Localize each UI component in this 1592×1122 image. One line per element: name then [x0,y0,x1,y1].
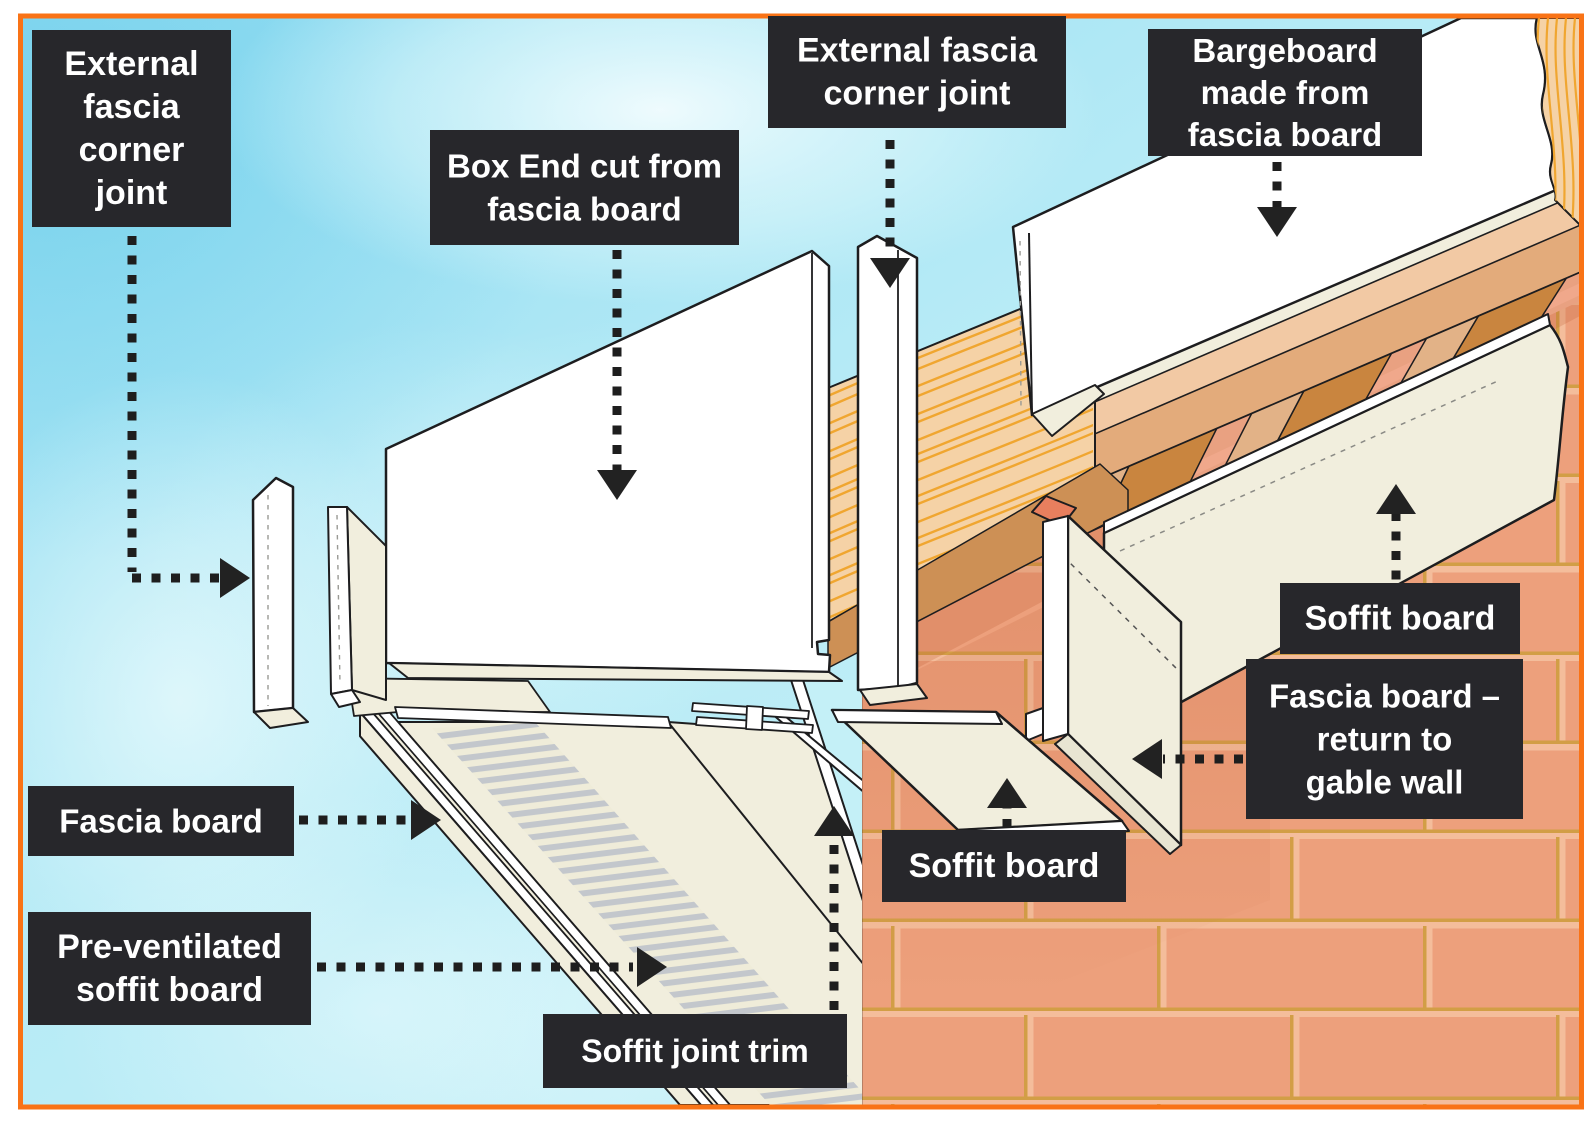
svg-text:fascia board: fascia board [487,191,681,228]
svg-text:corner joint: corner joint [823,75,1010,113]
svg-text:Fascia board –: Fascia board – [1269,678,1500,715]
svg-text:gable wall: gable wall [1306,764,1464,801]
svg-text:External fascia: External fascia [797,32,1038,70]
svg-text:made from: made from [1201,74,1370,111]
svg-text:Bargeboard: Bargeboard [1192,32,1377,69]
svg-text:corner: corner [79,131,185,169]
svg-text:fascia: fascia [83,88,180,126]
svg-text:Soffit board: Soffit board [909,847,1100,885]
svg-text:External: External [64,45,198,83]
svg-text:Fascia board: Fascia board [59,803,263,840]
svg-text:Soffit joint trim: Soffit joint trim [581,1033,809,1069]
svg-text:Box End cut from: Box End cut from [447,148,722,185]
svg-text:Pre-ventilated: Pre-ventilated [57,928,282,966]
svg-text:fascia board: fascia board [1188,116,1382,153]
svg-text:joint: joint [95,174,168,212]
svg-text:return to: return to [1317,721,1453,758]
svg-text:soffit board: soffit board [76,971,263,1009]
svg-text:Soffit board: Soffit board [1305,600,1496,638]
